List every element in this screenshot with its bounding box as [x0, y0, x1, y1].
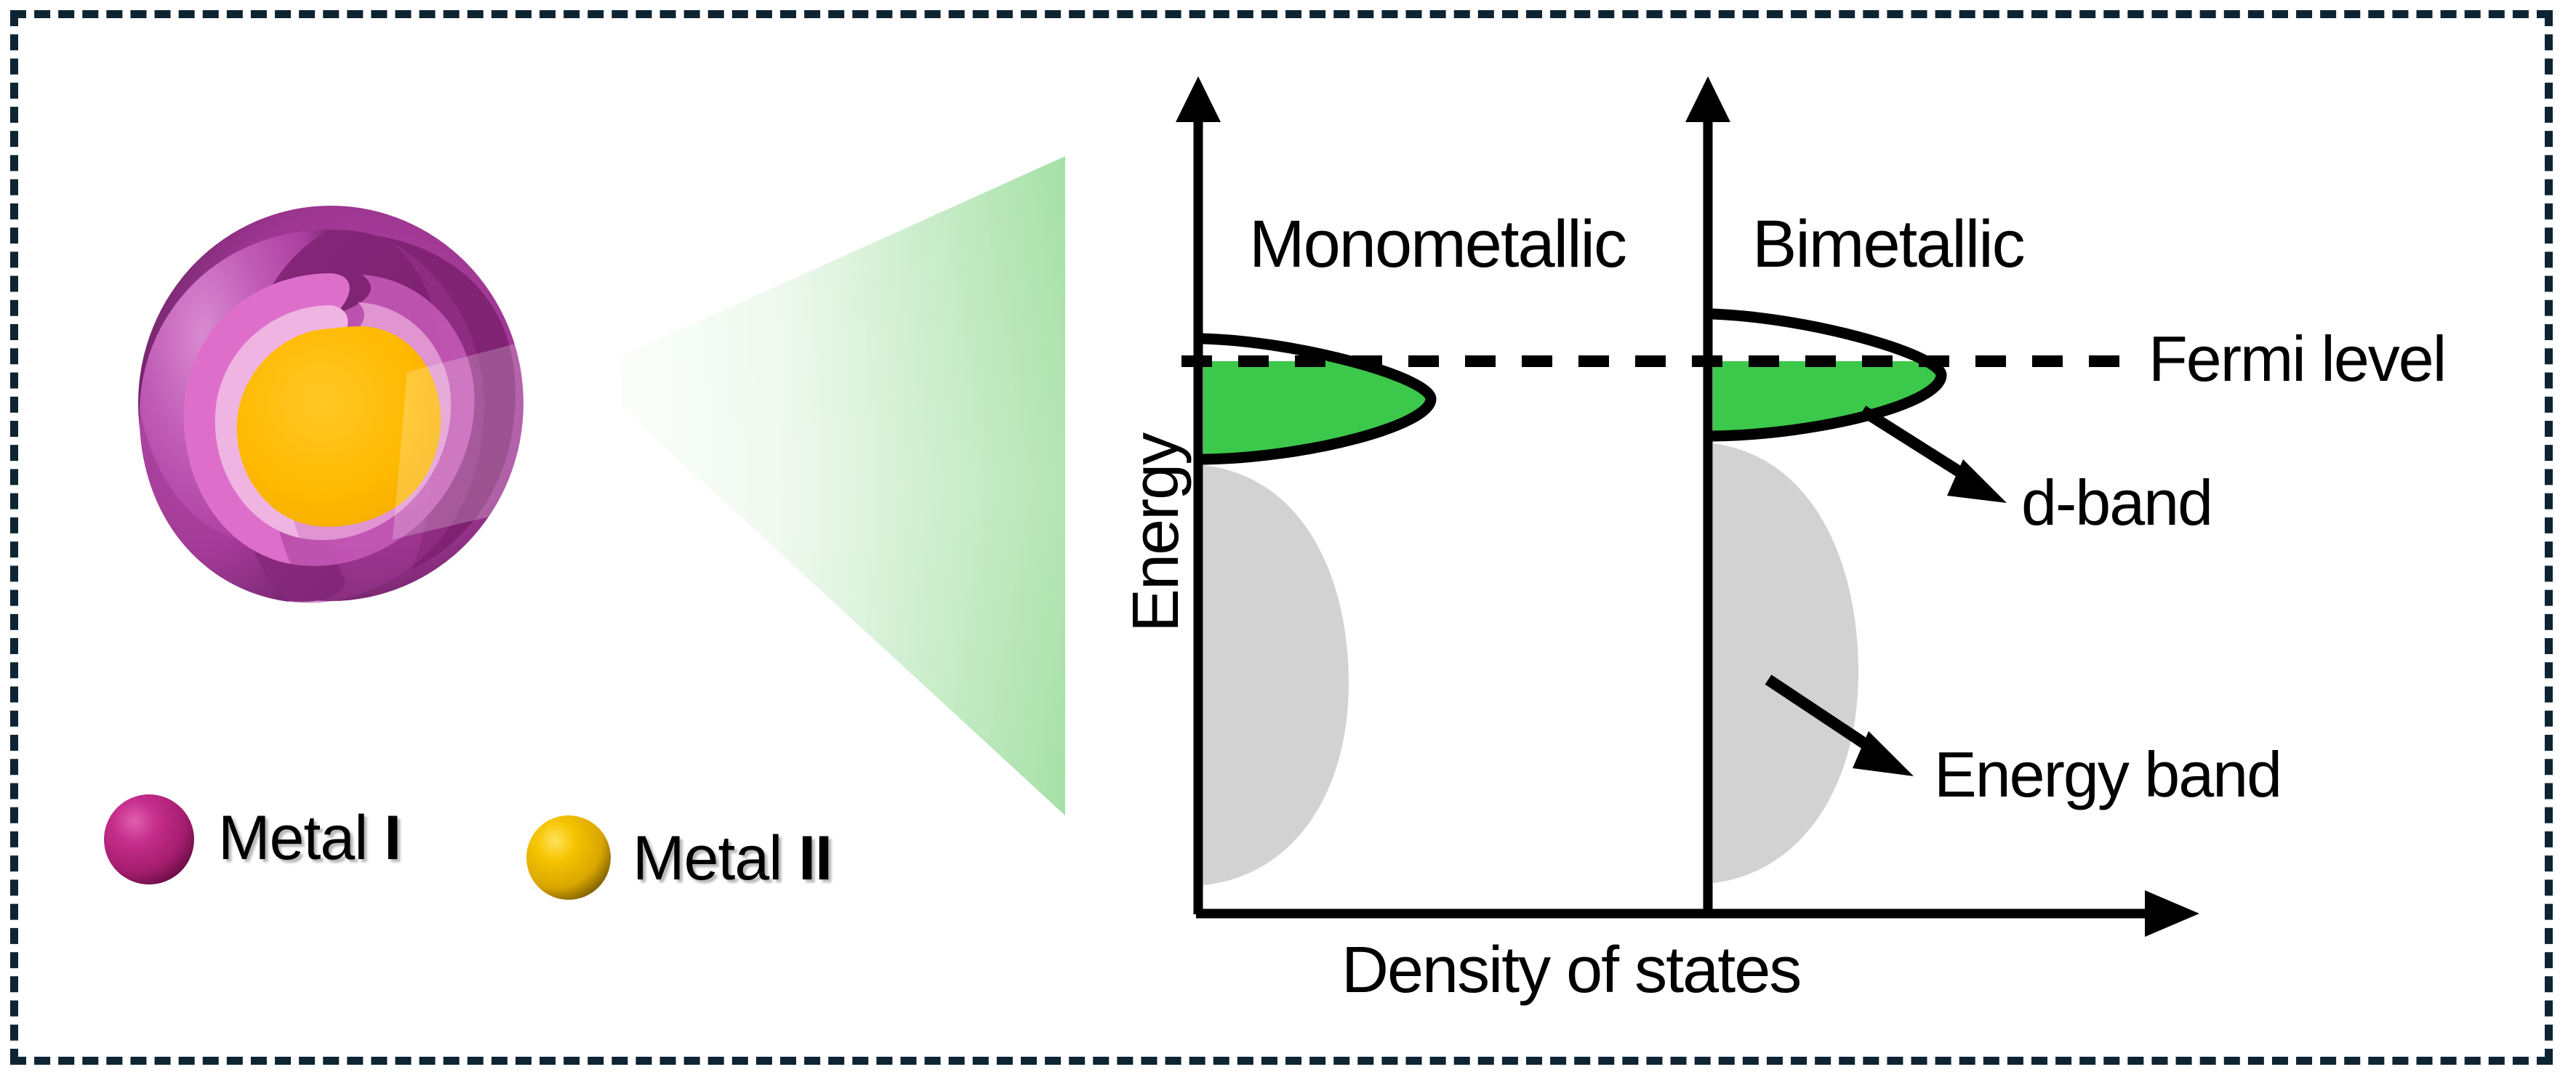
y-axis-label: Energy: [1120, 433, 1192, 632]
legend-label-metal-1-text: Metal: [218, 803, 385, 873]
legend-marker-metal-1: [104, 794, 194, 884]
panel-title-bimetallic: Bimetallic: [1752, 207, 2026, 281]
nanoparticle-illustration: [138, 206, 523, 603]
sphere-beam-overlap: [393, 342, 523, 539]
energy-band-arrow: [1765, 674, 1914, 776]
legend-item-metal-2: Metal II: [633, 827, 832, 890]
energy-band-label: Energy band: [1934, 738, 2282, 810]
panel-title-monometallic: Monometallic: [1249, 207, 1627, 281]
d-band-outline-bimetallic: [1707, 308, 1947, 442]
d-band-label: d-band: [2021, 467, 2213, 539]
legend-label-metal-2-text: Metal: [633, 823, 799, 893]
magnification-beam: [622, 156, 1065, 815]
legend-label-metal-2-numeral: II: [798, 823, 832, 893]
legend-marker-metal-2: [526, 815, 611, 900]
d-band-arrow: [1859, 406, 2007, 503]
legend-item-metal-1: Metal I: [218, 807, 401, 869]
dos-chart: [1176, 76, 2199, 937]
energy-band-bimetallic: [1713, 443, 1858, 883]
fermi-level-label: Fermi level: [2148, 323, 2447, 395]
y-axis-monometallic: [1176, 76, 1221, 914]
x-axis: [1196, 890, 2199, 937]
d-band-fill-monometallic: [1203, 361, 1431, 459]
energy-band-monometallic: [1203, 465, 1349, 885]
d-band-outline-monometallic: [1197, 333, 1437, 465]
legend-label-metal-1-numeral: I: [384, 803, 401, 873]
y-axis-bimetallic: [1685, 76, 1730, 914]
x-axis-label: Density of states: [1341, 934, 1802, 1007]
core-metal-2: [236, 326, 441, 527]
d-band-fill-bimetallic: [1713, 361, 1941, 436]
